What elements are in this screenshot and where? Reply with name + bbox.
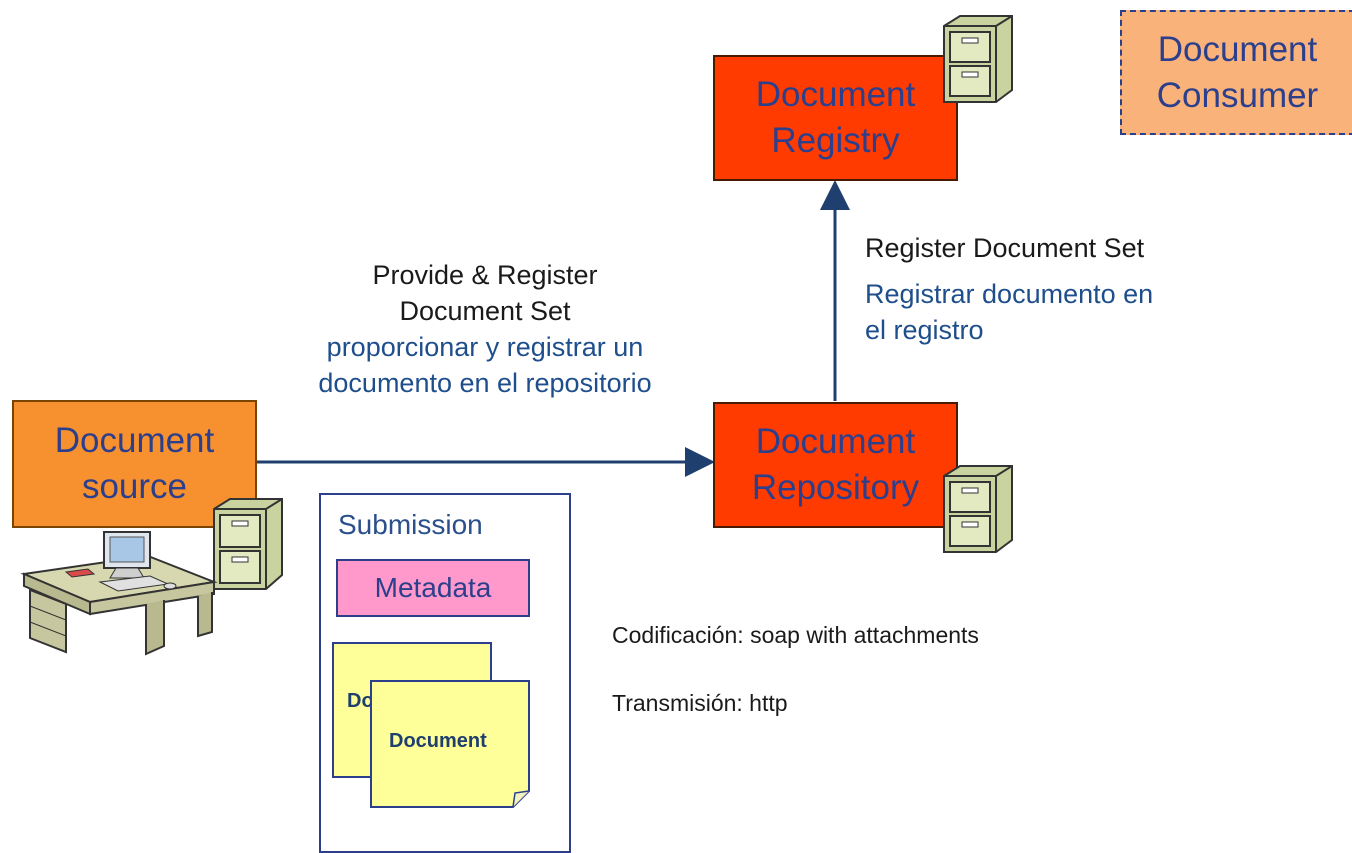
filing-cabinet-icon [213,498,283,590]
submission-package: Submission Metadata Do Document [319,493,571,853]
provide-register-label: Provide & Register Document Set proporci… [318,260,652,398]
document-front-icon: Document [370,680,530,808]
document-front-label: Document [389,730,487,752]
document-back-label: Do [347,690,374,712]
filing-cabinet-icon [943,15,1013,103]
filing-cabinet-icon [943,465,1013,553]
transmission-note: Transmisión: http [612,690,788,716]
submission-title: Submission [338,509,483,540]
encoding-note: Codificación: soap with attachments [612,622,979,648]
document-stack: Do Document [332,642,530,808]
computer-desk-icon [20,531,218,656]
connectors [257,180,850,477]
metadata-block: Metadata [336,559,530,617]
register-label: Register Document Set Registrar document… [865,233,1154,345]
